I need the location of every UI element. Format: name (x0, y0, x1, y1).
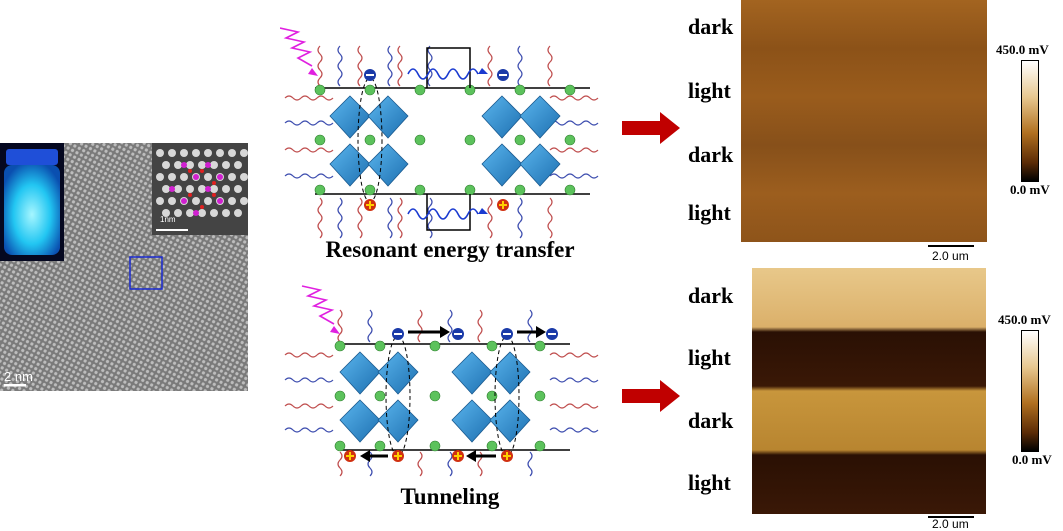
afm-bottom-colorbar (1021, 330, 1039, 452)
afm-top-label-1: dark (688, 14, 734, 39)
scheme-top-caption: Resonant energy transfer (325, 237, 575, 262)
afm-top-label-2: light (688, 78, 731, 103)
afm-top-label-3: dark (688, 142, 734, 167)
afm-bottom-scale-bar (928, 516, 974, 518)
afm-bottom-colorbar-max: 450.0 mV (998, 312, 1051, 327)
scheme-top-graphic (279, 27, 599, 239)
photon-icon (279, 27, 313, 67)
afm-bottom-colorbar-min: 0.0 mV (1012, 452, 1052, 467)
scheme-bottom-caption: Tunneling (400, 484, 500, 509)
afm-bottom-label-3: dark (688, 408, 734, 433)
afm-top-image (741, 0, 987, 242)
afm-bottom-label-1: dark (688, 283, 734, 308)
afm-bottom-label-2: light (688, 345, 731, 370)
afm-top-colorbar-min: 0.0 mV (1010, 182, 1050, 197)
vial-photo-inset (0, 143, 64, 261)
tem-inset-scale-label: 1nm (160, 215, 176, 224)
afm-top-scale-label: 2.0 um (932, 249, 969, 263)
afm-top-colorbar (1021, 60, 1039, 182)
afm-bottom-label-4: light (688, 470, 731, 495)
scheme-bottom-graphic (284, 285, 599, 477)
resonant-energy-transfer-scheme (279, 18, 610, 243)
afm-top-colorbar-max: 450.0 mV (996, 42, 1049, 57)
tunneling-scheme (280, 280, 610, 480)
hrtem-inset (152, 143, 248, 235)
tem-image-panel: 1nm 2 nm (0, 143, 248, 391)
tem-scale-bar (4, 384, 26, 387)
tem-scale-label: 2 nm (4, 369, 33, 384)
red-arrow-top (622, 112, 680, 144)
tem-lattice-image (0, 143, 248, 391)
red-arrow-bottom (622, 380, 680, 412)
afm-top-label-4: light (688, 200, 731, 225)
afm-top-scale-bar (928, 245, 974, 247)
afm-bottom-scale-label: 2.0 um (932, 517, 969, 531)
afm-bottom-image (752, 268, 986, 514)
selection-box (129, 256, 163, 290)
